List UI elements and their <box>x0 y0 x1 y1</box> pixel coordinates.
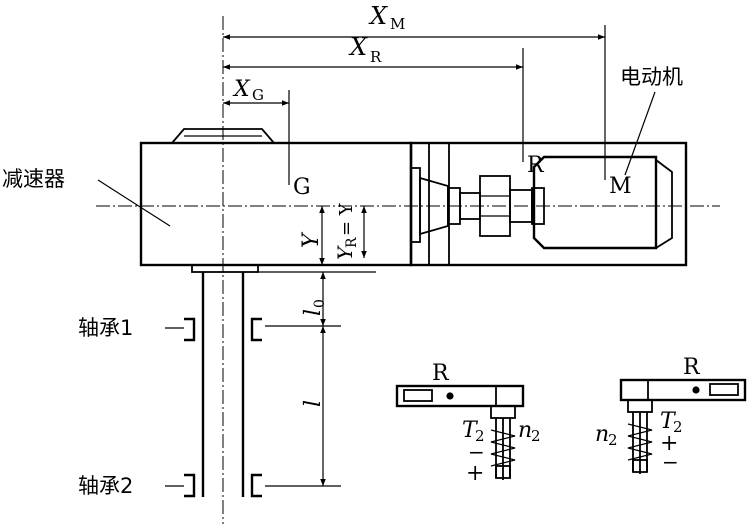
motor-body <box>531 155 673 250</box>
detail-left-n-subscript: 2 <box>531 427 541 445</box>
detail-right-dot <box>692 386 700 394</box>
bearing-2: 轴承2 <box>78 473 262 498</box>
detail-right: R T 2 n 2 + − <box>595 355 747 474</box>
l0-label: l <box>301 309 326 316</box>
reducer-label: 减速器 <box>2 167 65 191</box>
dimension-y: Y <box>299 206 325 265</box>
dimension-l: l <box>301 326 326 486</box>
detail-left-t-subscript: 2 <box>475 427 485 445</box>
point-g-label: G <box>293 175 311 200</box>
detail-left-minus: − <box>468 440 485 464</box>
xr-label: X <box>348 33 368 61</box>
l-label: l <box>301 400 326 407</box>
detail-right-t-subscript: 2 <box>673 418 683 436</box>
yr-equals: = Y <box>336 202 357 236</box>
detail-right-minus: − <box>662 450 679 474</box>
dimension-xr: X R <box>223 33 523 70</box>
reducer-leader <box>97 179 171 227</box>
dimension-yr: Y R = Y <box>333 202 367 260</box>
detail-left-t-label: T <box>462 418 479 443</box>
dimension-xm: X M <box>223 2 605 40</box>
motor-label: 电动机 <box>620 65 683 89</box>
reference-lines <box>258 271 376 487</box>
detail-right-n-label: n <box>595 422 609 447</box>
xm-label: X <box>368 2 388 30</box>
dimension-l0: l 0 <box>301 272 328 326</box>
detail-left-r-label: R <box>432 361 450 386</box>
y-label: Y <box>299 231 324 248</box>
center-lines <box>96 16 720 524</box>
detail-left-dot <box>446 392 454 400</box>
motor-leader <box>624 91 656 176</box>
xr-subscript: R <box>370 48 382 66</box>
xm-subscript: M <box>390 15 405 33</box>
shaft-flange <box>191 264 259 273</box>
coupling <box>410 167 533 243</box>
detail-left: R T 2 n 2 − + <box>395 361 541 486</box>
detail-right-plus: + <box>660 431 678 456</box>
detail-left-plus: + <box>466 461 484 486</box>
bearing-1-label: 轴承1 <box>78 316 133 340</box>
reducer-housing <box>139 128 413 267</box>
base-frame <box>409 141 688 267</box>
dimension-xg: X G <box>223 77 289 106</box>
bearing-1: 轴承1 <box>78 316 262 342</box>
yr-label: Y <box>333 245 357 260</box>
xg-label: X <box>232 77 251 102</box>
detail-right-t-label: T <box>660 409 677 434</box>
detail-left-n-label: n <box>518 418 532 443</box>
yr-subscript: R <box>344 237 360 248</box>
output-shaft <box>201 272 245 497</box>
point-r-label: R <box>527 153 545 178</box>
xg-subscript: G <box>252 86 264 104</box>
point-m-label: M <box>609 174 632 199</box>
detail-right-r-label: R <box>683 355 701 380</box>
detail-right-n-subscript: 2 <box>608 431 618 449</box>
l0-subscript: 0 <box>312 299 328 308</box>
bearing-2-label: 轴承2 <box>78 474 133 498</box>
extension-lines <box>288 25 606 185</box>
